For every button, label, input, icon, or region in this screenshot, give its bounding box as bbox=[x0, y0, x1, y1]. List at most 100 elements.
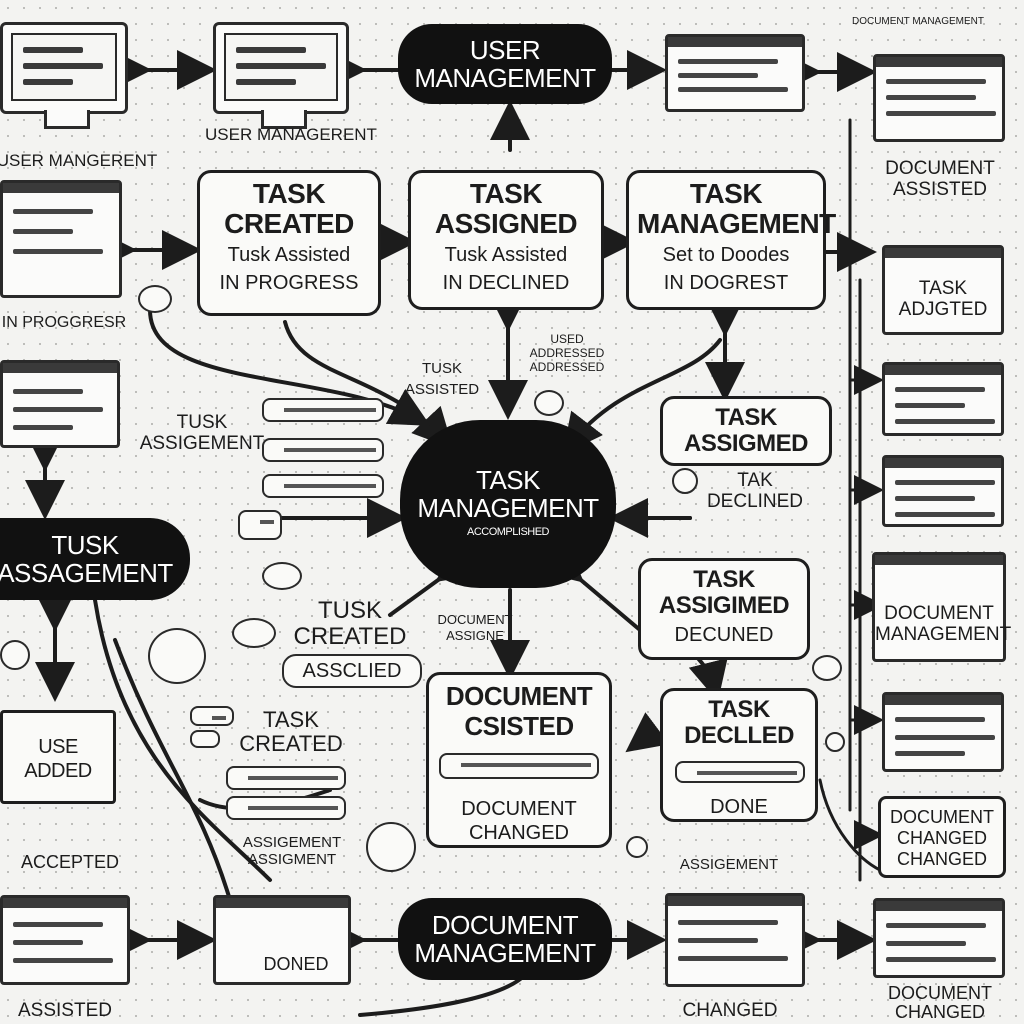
node-circle-left-3[interactable] bbox=[148, 628, 206, 684]
document-management-hub-line2: MANAGEMENT bbox=[414, 938, 596, 968]
window-right-4 bbox=[882, 455, 1004, 527]
chip-1[interactable] bbox=[262, 398, 384, 422]
chip-created-1[interactable] bbox=[190, 706, 234, 726]
box-task-created-sub2: IN PROGRESS bbox=[219, 272, 359, 294]
document-management-hub[interactable]: DOCUMENT MANAGEMENT bbox=[398, 898, 612, 980]
chip-3[interactable] bbox=[262, 474, 384, 498]
box-task-management-title2: MANAGEMENT bbox=[637, 208, 836, 239]
window-top-mid bbox=[665, 34, 805, 112]
chip-created-4[interactable] bbox=[226, 796, 346, 820]
label-tak-declined: TAK DECLINED bbox=[700, 470, 810, 512]
task-management-hub-line1: TASK bbox=[476, 465, 540, 495]
label-in-progresser: IN PROGGRESR bbox=[1, 314, 127, 331]
chip-4[interactable] bbox=[238, 510, 282, 540]
label-tusk-assisted-2: ASSISTED bbox=[404, 381, 480, 398]
curve-doc-bottom bbox=[358, 973, 527, 1017]
label-task-created-lower-1: TASK bbox=[263, 707, 319, 732]
box-task-assigmed-2-title1: TASK bbox=[693, 566, 755, 593]
label-task-adjgted: TASK ADJGTED bbox=[885, 278, 1001, 320]
chip-created-2[interactable] bbox=[190, 730, 220, 748]
curve-mgmt-hub bbox=[562, 338, 722, 455]
box-user-added[interactable]: USE ADDED bbox=[0, 710, 116, 804]
label-tusk-assigement-2: ASSIGEMENT bbox=[139, 433, 265, 454]
node-circle-center-1[interactable] bbox=[626, 836, 648, 858]
window-bottom-mid bbox=[665, 893, 805, 987]
label-document-changed-right-3: CHANGED bbox=[896, 849, 987, 869]
asscliied-chip[interactable]: ASSCLIED bbox=[282, 654, 422, 688]
window-right-3 bbox=[882, 362, 1004, 436]
task-management-hub-sub: ACCOMPLISHED bbox=[466, 526, 550, 538]
label-document-changed-bottom: DOCUMENT CHANGED bbox=[870, 984, 1010, 1022]
label-tusk-assigement-1: TUSK bbox=[176, 412, 228, 433]
tusk-assagement-hub[interactable]: TUSK ASSAGEMENT bbox=[0, 518, 190, 600]
box-user-added-title1: USE bbox=[38, 736, 78, 758]
box-user-added-title2: ADDED bbox=[24, 760, 92, 782]
declled-chip[interactable] bbox=[675, 761, 805, 783]
chip-2[interactable] bbox=[262, 438, 384, 462]
label-document-assigne: DOCUMENT ASSIGNE bbox=[420, 612, 530, 644]
label-tak-declined-2: DECLINED bbox=[706, 491, 804, 512]
label-header-small: DOCUMENT MANAGEMENT bbox=[851, 16, 985, 27]
label-document-assigne-2: ASSIGNE bbox=[446, 628, 504, 643]
label-document-assisted-2: ASSISTED bbox=[893, 179, 987, 200]
tusk-assagement-hub-line1: TUSK bbox=[51, 530, 119, 560]
box-task-assigmed-1[interactable]: TASK ASSIGMED bbox=[660, 396, 832, 466]
label-assisted-bottom: ASSISTED bbox=[18, 1000, 112, 1021]
node-circle-left-2[interactable] bbox=[232, 618, 276, 648]
label-task-adjgted-1: TASK bbox=[918, 278, 968, 299]
label-used-addressed: USED ADDRESSED ADDRESSED bbox=[512, 332, 622, 374]
box-task-assigmed-2[interactable]: TASK ASSIGIMED DECUNED bbox=[638, 558, 810, 660]
label-accepted: ACCEPTED bbox=[20, 852, 119, 872]
node-circle-small-1[interactable] bbox=[138, 285, 172, 313]
task-management-hub[interactable]: TASK MANAGEMENT ACCOMPLISHED bbox=[400, 420, 616, 588]
label-tusk-assisted: TUSK ASSISTED bbox=[402, 358, 482, 400]
box-task-assigned[interactable]: TASK ASSIGNED Tusk Assisted IN DECLINED bbox=[408, 170, 604, 310]
box-task-management[interactable]: TASK MANAGEMENT Set to Doodes IN DOGREST bbox=[626, 170, 836, 310]
node-circle-right-2[interactable] bbox=[825, 732, 845, 752]
box-task-management-sub1: Set to Doodes bbox=[662, 244, 790, 266]
chip-created-3[interactable] bbox=[226, 766, 346, 790]
window-right-2: TASK ADJGTED bbox=[882, 245, 1004, 335]
box-document-changed-right[interactable]: DOCUMENT CHANGED CHANGED bbox=[878, 796, 1006, 878]
label-tusk-created-1: TUSK bbox=[317, 597, 382, 624]
box-task-assigned-sub1: Tusk Assisted bbox=[444, 244, 568, 266]
box-task-declled[interactable]: TASK DECLLED DONE bbox=[660, 688, 818, 822]
label-assigement-small: ASSIGEMENT ASSIGMENT bbox=[232, 834, 352, 868]
box-task-declled-title2: DECLLED bbox=[684, 722, 794, 749]
box-document-csisted[interactable]: DOCUMENT CSISTED DOCUMENT CHANGED bbox=[426, 672, 612, 848]
user-management-hub-line1: USER bbox=[469, 35, 541, 65]
node-circle-tak[interactable] bbox=[672, 468, 698, 494]
label-tusk-assisted-1: TUSK bbox=[421, 360, 462, 377]
label-document-changed-right-1: DOCUMENT bbox=[890, 807, 994, 827]
node-circle-left-1[interactable] bbox=[262, 562, 302, 590]
box-task-created-title1: TASK bbox=[252, 178, 326, 209]
box-task-created-sub1: Tusk Assisted bbox=[227, 244, 351, 266]
label-task-created-lower: TASK CREATED bbox=[226, 708, 356, 756]
box-task-assigmed-2-title2: ASSIGIMED bbox=[658, 592, 790, 619]
arrow-hub-assigmed bbox=[540, 541, 642, 632]
node-circle-small-2[interactable] bbox=[534, 390, 564, 416]
node-circle-left-5[interactable] bbox=[366, 822, 416, 872]
window-bottom-left bbox=[0, 895, 130, 985]
box-document-csisted-title2: CSISTED bbox=[464, 711, 574, 741]
box-task-assigmed-1-title2: ASSIGMED bbox=[683, 430, 809, 457]
label-document-changed-bottom-1: DOCUMENT bbox=[888, 983, 992, 1003]
box-task-declled-sub1: DONE bbox=[710, 796, 768, 818]
window-bottom-right bbox=[873, 898, 1005, 978]
curve-right-bottom bbox=[818, 778, 882, 872]
label-document-changed-right-2: CHANGED bbox=[896, 828, 987, 848]
box-task-assigned-title2: ASSIGNED bbox=[434, 208, 578, 239]
box-task-created[interactable]: TASK CREATED Tusk Assisted IN PROGRESS bbox=[197, 170, 381, 316]
label-asscliied: ASSCLIED bbox=[302, 660, 402, 682]
label-document-management-right: DOCUMENT MANAGEMENT bbox=[875, 603, 1011, 645]
box-task-assigned-sub2: IN DECLINED bbox=[442, 272, 570, 294]
user-management-hub-line2: MANAGEMENT bbox=[414, 63, 596, 93]
node-circle-right-1[interactable] bbox=[812, 655, 842, 681]
user-management-hub[interactable]: USER MANAGEMENT bbox=[398, 24, 612, 104]
window-bottom-second: DONED bbox=[213, 895, 351, 985]
node-circle-left-4[interactable] bbox=[0, 640, 30, 670]
csisted-chip[interactable] bbox=[439, 753, 599, 779]
box-task-management-title1: TASK bbox=[689, 178, 763, 209]
label-assigement-small-1: ASSIGEMENT bbox=[242, 834, 342, 851]
box-task-created-title2: CREATED bbox=[224, 208, 354, 239]
